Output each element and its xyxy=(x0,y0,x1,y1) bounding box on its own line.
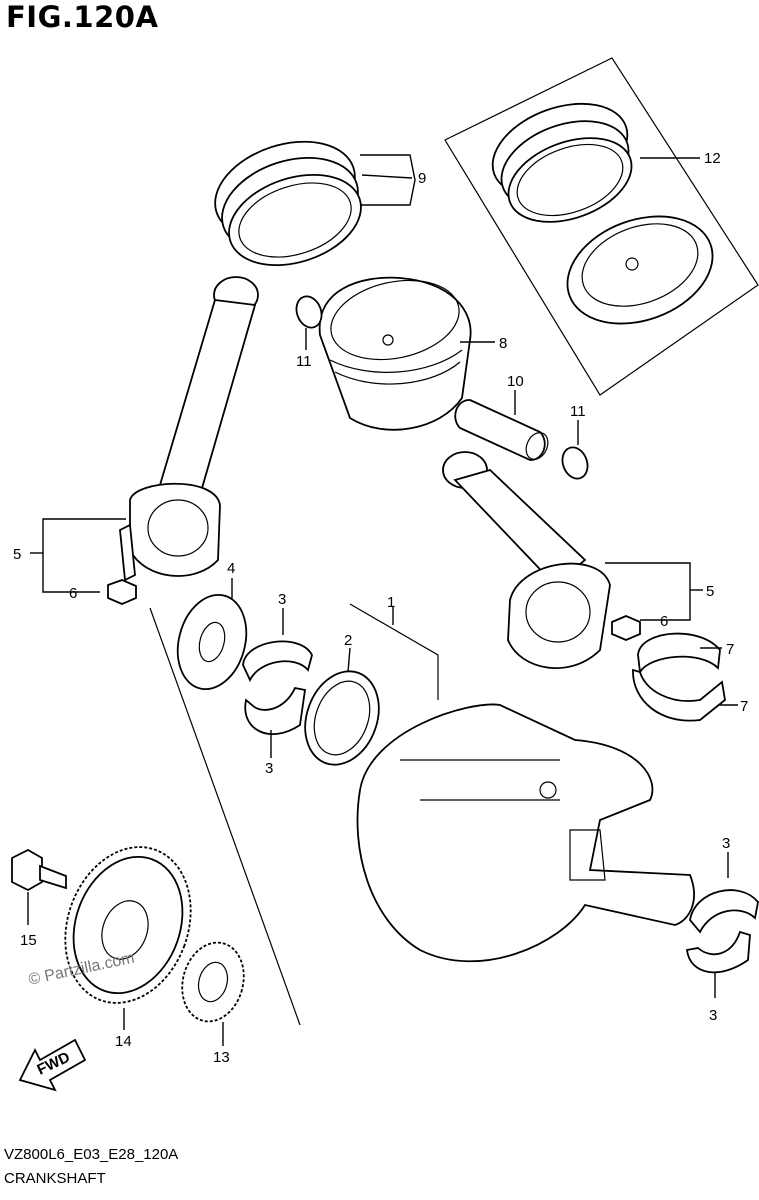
fwd-arrow-icon: FWD xyxy=(18,1038,87,1092)
callout-3: 3 xyxy=(265,760,273,777)
part-2-thrust-bearing[interactable] xyxy=(293,661,392,775)
part-1-bracket xyxy=(349,603,439,700)
part-10-piston-pin[interactable] xyxy=(454,399,552,463)
callout-11: 11 xyxy=(296,353,312,370)
part-11-circlip-upper[interactable] xyxy=(292,293,325,331)
callout-3: 3 xyxy=(278,591,286,608)
callout-3: 3 xyxy=(709,1007,717,1024)
part-3-bearings-right[interactable] xyxy=(686,889,759,974)
callout-3: 3 xyxy=(722,835,730,852)
part-13-gear[interactable] xyxy=(174,936,253,1029)
figure-title: FIG.120A xyxy=(6,0,159,34)
part-6-nut-left[interactable] xyxy=(107,579,137,605)
callout-7: 7 xyxy=(726,641,734,658)
part-12-piston-set[interactable] xyxy=(444,57,759,396)
callout-6: 6 xyxy=(69,585,77,602)
callout-10: 10 xyxy=(507,373,524,390)
callout-12: 12 xyxy=(704,150,721,167)
diagram-name: CRANKSHAFT xyxy=(4,1170,106,1187)
callout-4: 4 xyxy=(227,560,235,577)
part-5-connecting-rod-right[interactable] xyxy=(442,451,611,670)
callout-2: 2 xyxy=(344,632,352,649)
part-15-bolt[interactable] xyxy=(11,848,67,892)
assembly-boundary-left xyxy=(149,607,301,1026)
callout-8: 8 xyxy=(499,335,507,352)
part-7-bearings[interactable] xyxy=(632,632,726,722)
callout-15: 15 xyxy=(20,932,37,949)
callout-5: 5 xyxy=(706,583,714,600)
callout-6: 6 xyxy=(660,613,668,630)
callout-7: 7 xyxy=(740,698,748,715)
part-14-gear[interactable] xyxy=(44,829,211,1020)
part-6-nut-right[interactable] xyxy=(611,615,641,641)
callout-13: 13 xyxy=(213,1049,230,1066)
part-11-circlip-lower[interactable] xyxy=(558,444,591,482)
callout-9: 9 xyxy=(418,170,426,187)
callout-14: 14 xyxy=(115,1033,132,1050)
part-5-connecting-rod-left[interactable] xyxy=(119,276,259,582)
callout-1: 1 xyxy=(387,594,395,611)
leader-lines xyxy=(27,154,738,1046)
diagram-code: VZ800L6_E03_E28_120A xyxy=(4,1146,179,1163)
callout-5: 5 xyxy=(13,546,21,563)
part-1-crankshaft[interactable] xyxy=(356,703,695,963)
part-8-piston[interactable] xyxy=(318,269,472,431)
part-3-bearings-left[interactable] xyxy=(242,640,313,735)
part-9-piston-rings[interactable] xyxy=(203,125,373,281)
part-4-thrust-washer[interactable] xyxy=(168,587,257,697)
callout-11: 11 xyxy=(570,403,586,420)
